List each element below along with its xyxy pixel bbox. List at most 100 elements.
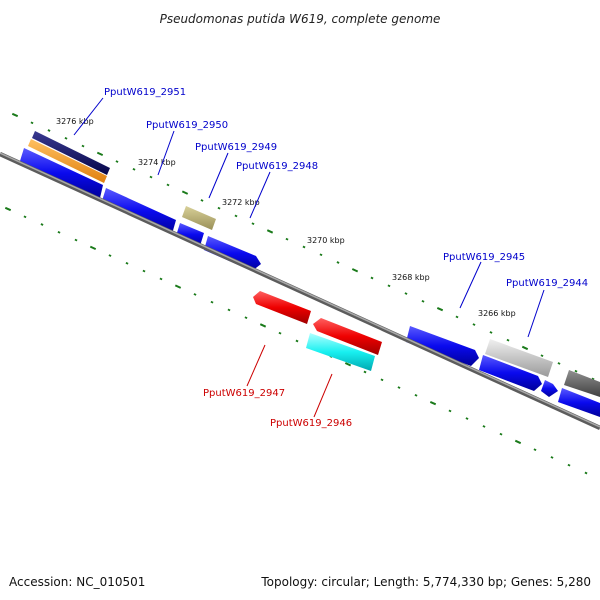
cds-arrow-2950[interactable] [102, 188, 176, 234]
inner-tick-minor [550, 456, 554, 459]
inner-tick-minor [465, 417, 469, 420]
inner-tick-minor [40, 223, 44, 226]
inner-tick-major [89, 245, 97, 251]
inner-tick-minor [125, 261, 129, 265]
feature-orange[interactable] [28, 139, 107, 183]
outer-tick-major [181, 190, 189, 195]
outer-tick-major [11, 112, 19, 118]
cds-arrow-2951[interactable] [20, 148, 103, 198]
leader-2950 [157, 130, 175, 176]
accession-text: Accession: NC_010501 [9, 575, 145, 589]
inner-tick-ring [4, 206, 588, 475]
outer-tick-minor [421, 299, 425, 303]
inner-tick-minor [159, 277, 163, 281]
outer-tick-minor [251, 222, 255, 226]
outer-tick-minor [540, 354, 544, 358]
outer-tick-minor [115, 160, 119, 163]
outer-tick-ring [11, 112, 595, 381]
gene-label-2946[interactable]: PputW619_2946 [270, 418, 352, 429]
gene-label-2951[interactable]: PputW619_2951 [104, 87, 186, 98]
outer-tick-minor [149, 175, 153, 179]
inner-tick-major [429, 400, 437, 406]
inner-tick-minor [74, 238, 78, 242]
inner-tick-minor [295, 339, 299, 343]
leader-2946 [313, 373, 333, 418]
inner-tick-minor [23, 215, 27, 219]
genome-backbone [0, 151, 600, 431]
inner-tick-major [174, 284, 182, 289]
cds-arrow-2945[interactable] [479, 355, 542, 391]
outer-tick-minor [387, 284, 391, 288]
gene-label-2949[interactable]: PputW619_2949 [195, 142, 277, 153]
outer-tick-minor [319, 253, 323, 257]
gene-label-2944[interactable]: PputW619_2944 [506, 278, 588, 289]
gene-labels: PputW619_2951 PputW619_2950 PputW619_294… [104, 87, 588, 429]
outer-tick-major [266, 229, 274, 234]
cds-arrow-2944[interactable] [558, 388, 600, 417]
inner-tick-minor [414, 393, 418, 397]
outer-tick-minor [285, 237, 289, 241]
inner-tick-minor [567, 463, 571, 467]
feature-navy[interactable] [32, 131, 110, 175]
outer-tick-minor [557, 362, 561, 365]
cds-forward-track [20, 148, 600, 417]
inner-tick-minor [584, 471, 588, 475]
inner-tick-major [4, 206, 12, 212]
feature-grey-dark[interactable] [564, 370, 600, 397]
outer-tick-minor [47, 129, 51, 132]
outer-tick-minor [489, 331, 493, 334]
scale-label-3272: 3272 kbp [222, 198, 260, 207]
cds-arrow-2949[interactable] [176, 223, 204, 246]
scale-label-3266: 3266 kbp [478, 309, 516, 318]
inner-tick-minor [193, 293, 197, 296]
cds-arrow-2947[interactable] [253, 291, 311, 324]
outer-tick-minor [506, 338, 510, 342]
gene-label-2945[interactable]: PputW619_2945 [443, 252, 525, 263]
inner-tick-minor [499, 432, 503, 436]
inner-tick-major [514, 439, 522, 445]
outer-tick-minor [336, 261, 340, 264]
feature-grey-light[interactable] [485, 339, 553, 377]
outer-tick-major [351, 268, 359, 273]
label-leaders [73, 97, 545, 418]
scale-labels: 3276 kbp 3274 kbp 3272 kbp 3270 kbp 3268… [56, 117, 516, 318]
outer-tick-minor [81, 144, 85, 148]
feature-track-outer [28, 131, 600, 397]
leader-2944 [527, 289, 545, 338]
leader-2945 [459, 261, 482, 309]
genome-backbone-highlight [0, 152, 600, 428]
outer-tick-major [436, 306, 444, 312]
inner-tick-minor [278, 331, 282, 335]
gene-label-2947[interactable]: PputW619_2947 [203, 388, 285, 399]
inner-tick-minor [57, 230, 61, 234]
inner-tick-major [259, 323, 267, 328]
feature-khaki[interactable] [182, 206, 216, 230]
outer-tick-minor [200, 199, 204, 202]
outer-tick-minor [404, 292, 408, 295]
map-title: Pseudomonas putida W619, complete genome [160, 12, 441, 26]
inner-tick-minor [448, 409, 452, 413]
feature-cyan[interactable] [306, 333, 375, 371]
outer-tick-minor [574, 369, 578, 373]
outer-tick-minor [370, 276, 374, 280]
gene-label-2950[interactable]: PputW619_2950 [146, 120, 228, 131]
cds-arrow-2945-left[interactable] [406, 326, 479, 366]
outer-tick-minor [30, 121, 34, 125]
scale-label-3274: 3274 kbp [138, 158, 176, 167]
outer-tick-major [96, 151, 104, 157]
scale-label-3268: 3268 kbp [392, 273, 430, 282]
outer-tick-minor [302, 245, 306, 249]
cds-arrow-2946[interactable] [313, 318, 382, 355]
cds-reverse-track [253, 291, 382, 371]
cds-arrow-2948[interactable] [204, 236, 261, 271]
outer-tick-major [521, 345, 529, 351]
gene-label-2948[interactable]: PputW619_2948 [236, 161, 318, 172]
leader-2949 [208, 152, 229, 199]
inner-tick-minor [244, 316, 248, 320]
scale-label-3270: 3270 kbp [307, 236, 345, 245]
cds-arrow-2944-small[interactable] [541, 380, 558, 397]
outer-tick-minor [64, 136, 68, 140]
outer-tick-minor [472, 323, 476, 326]
outer-tick-minor [455, 315, 459, 319]
